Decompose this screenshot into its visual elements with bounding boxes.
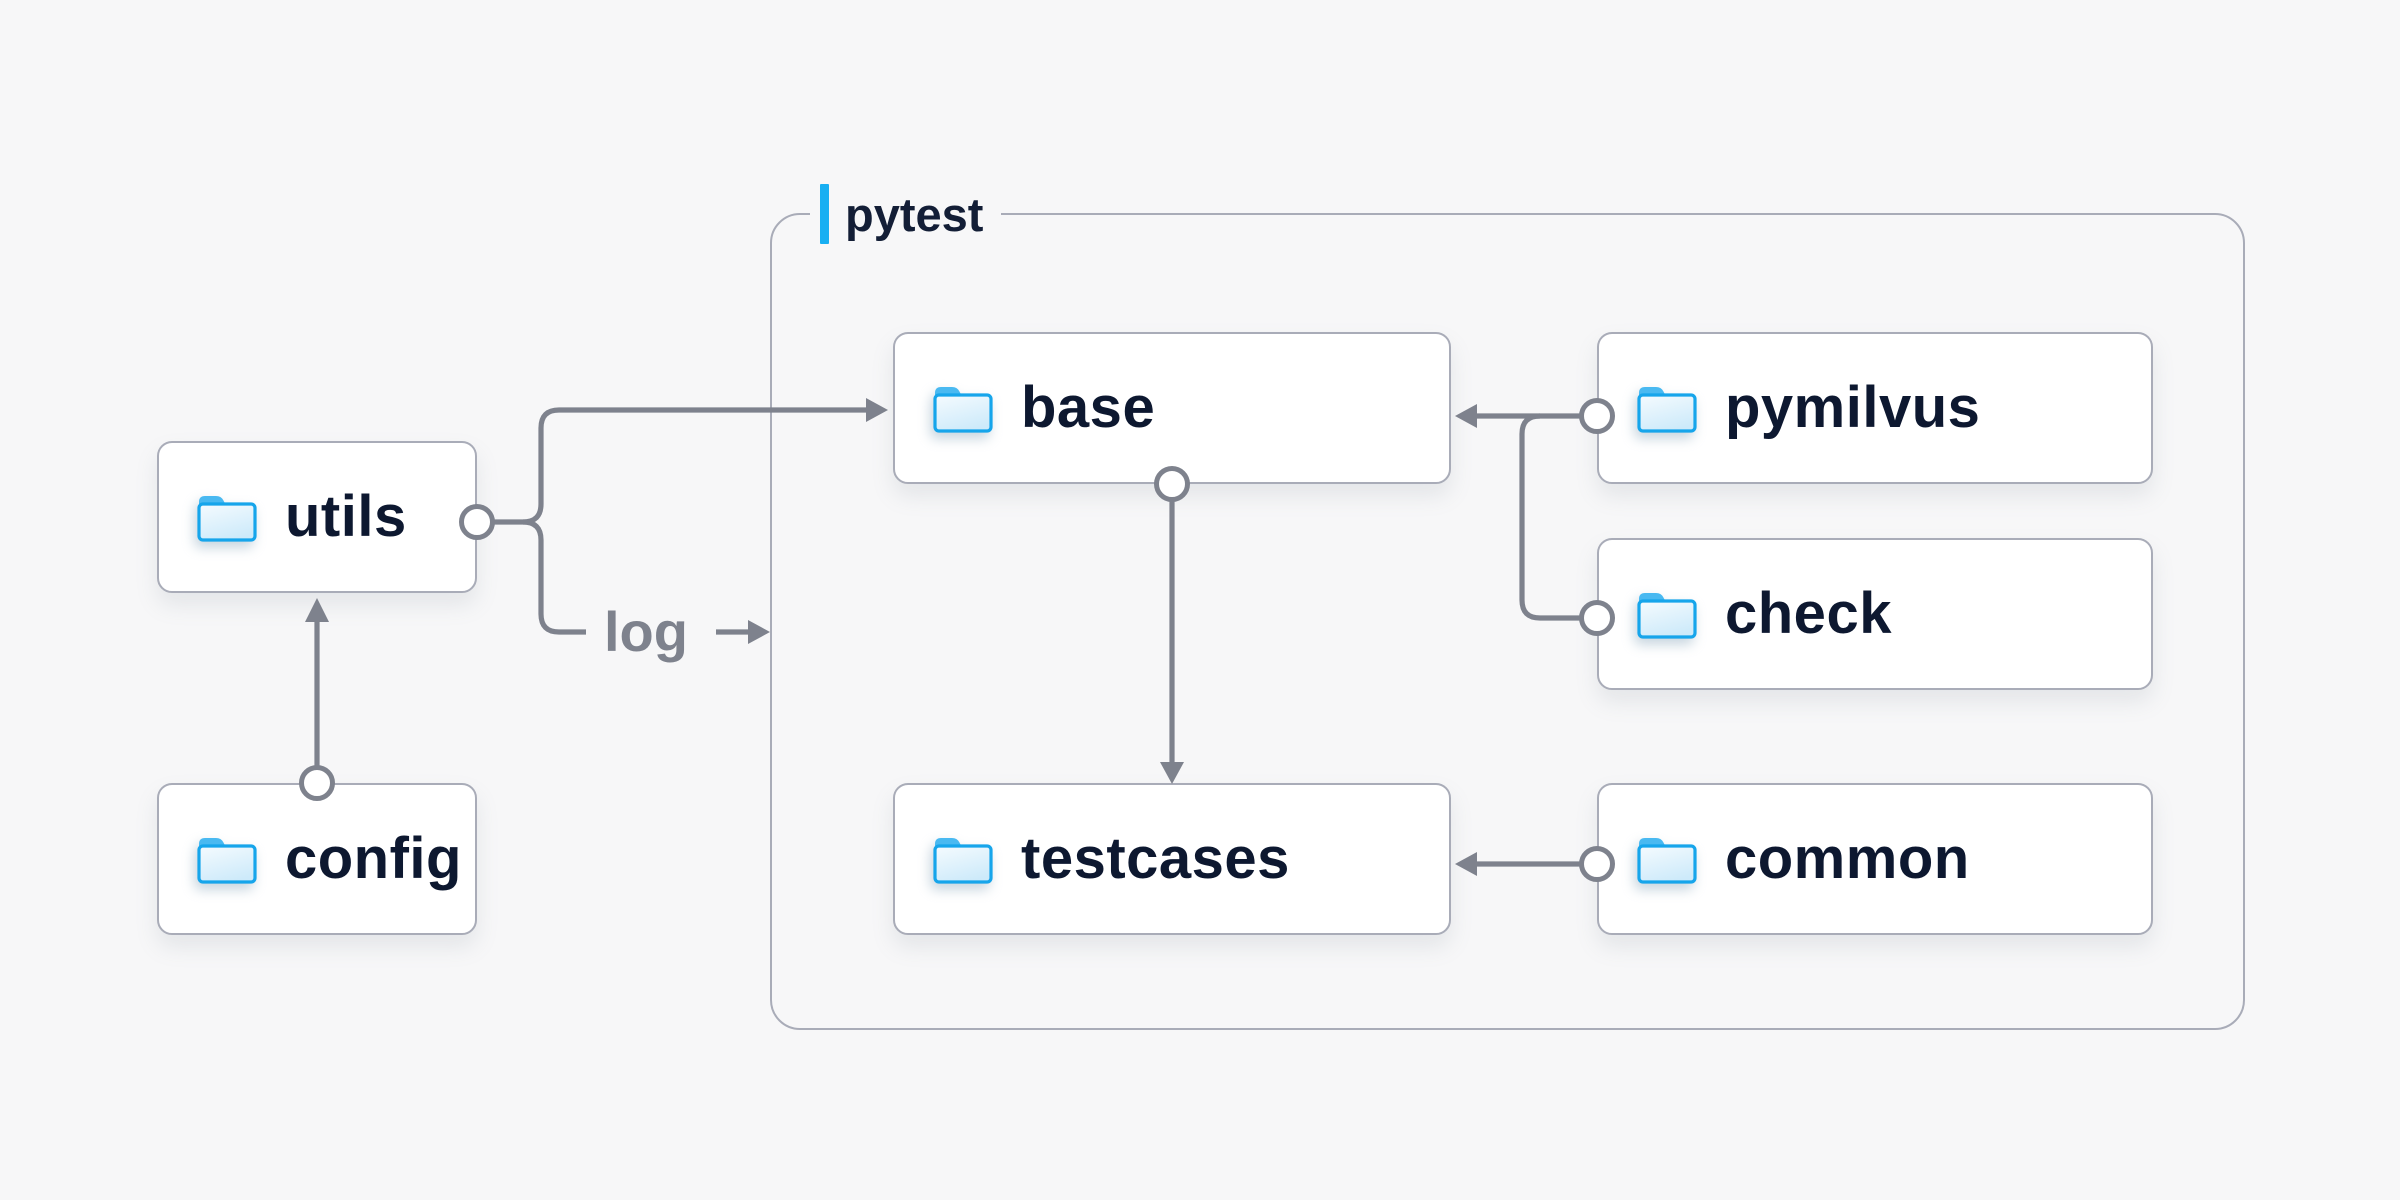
node-label-common: common [1725, 826, 1970, 891]
edge-label-log: log [604, 600, 688, 663]
pytest-group [770, 213, 2245, 1030]
folder-icon [1637, 593, 1697, 639]
pytest-group-label: pytest [810, 183, 1002, 245]
folder-icon [933, 387, 993, 433]
folder-icon [1637, 387, 1697, 433]
accent-bar [820, 184, 829, 244]
edge-log-group-arrowhead [748, 620, 770, 644]
node-check: check [1597, 538, 2153, 690]
node-testcases: testcases [893, 783, 1451, 935]
node-label-pymilvus: pymilvus [1725, 375, 1981, 440]
node-base: base [893, 332, 1451, 484]
node-label-config: config [285, 826, 462, 891]
node-utils: utils [157, 441, 477, 593]
node-label-utils: utils [285, 484, 407, 549]
node-pymilvus: pymilvus [1597, 332, 2153, 484]
group-label-text: pytest [845, 187, 984, 241]
folder-icon [197, 496, 257, 542]
node-common: common [1597, 783, 2153, 935]
edge-config-utils-arrowhead [305, 598, 329, 622]
node-label-base: base [1021, 375, 1156, 440]
folder-icon [1637, 838, 1697, 884]
node-label-testcases: testcases [1021, 826, 1290, 891]
node-label-check: check [1725, 581, 1892, 646]
node-config: config [157, 783, 477, 935]
folder-icon [197, 838, 257, 884]
folder-icon [933, 838, 993, 884]
edge-utils-log [522, 519, 586, 635]
